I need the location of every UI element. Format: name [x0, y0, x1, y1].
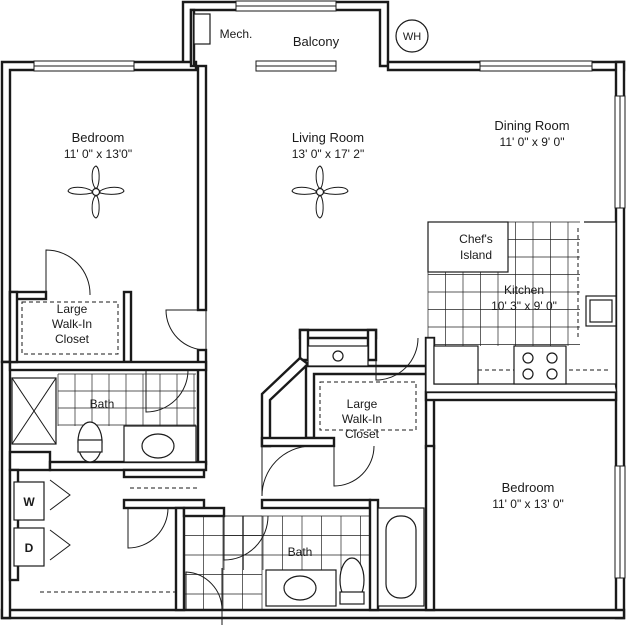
bath2-label: Bath [288, 545, 313, 559]
wh-label: WH [403, 31, 421, 43]
washer-label: W [23, 495, 35, 509]
dryer-label: D [25, 541, 34, 555]
doors [45, 249, 419, 625]
dining-size: 11' 0" x 9' 0" [500, 135, 565, 149]
closet1-line3: Closet [55, 332, 90, 346]
windows [33, 0, 626, 579]
toilet-icon [77, 421, 103, 463]
refrigerator-icon [433, 345, 479, 385]
bathtub-icon [377, 507, 425, 607]
closet1-line2: Walk-In [52, 317, 92, 331]
bedroom1-size: 11' 0" x 13'0" [64, 147, 132, 161]
mech-closet [193, 13, 211, 45]
bath1-label: Bath [90, 397, 115, 411]
ceiling-fan-icon [291, 165, 349, 219]
water-heater-icon [395, 19, 429, 53]
balcony-label: Balcony [293, 34, 340, 49]
pantry-icon [307, 345, 369, 367]
tile-floors [57, 221, 580, 610]
toilet-icon [339, 557, 365, 605]
mech-label: Mech. [220, 27, 253, 41]
closet-shelves [21, 301, 417, 593]
closet2-line3: Closet [345, 427, 380, 441]
closet1-line1: Large [57, 302, 88, 316]
kitchen-name: Kitchen [504, 283, 544, 297]
ceiling-fan-icon [67, 165, 125, 219]
living-name: Living Room [292, 130, 364, 145]
closet2-line1: Large [347, 397, 378, 411]
bedroom2-size: 11' 0" x 13' 0" [492, 497, 564, 511]
room-labels: Bedroom 11' 0" x 13'0" Living Room 13' 0… [23, 27, 569, 559]
kitchen-counters [425, 221, 617, 393]
washer-icon [13, 481, 45, 521]
shower-icon [11, 377, 57, 445]
island-line2: Island [460, 248, 492, 262]
interior-walls [8, 8, 618, 612]
dryer-icon [13, 527, 45, 567]
living-size: 13' 0" x 17' 2" [292, 147, 364, 161]
sink-icon [123, 425, 197, 463]
bedroom1-name: Bedroom [72, 130, 125, 145]
sink-icon [265, 569, 337, 607]
bedroom2-name: Bedroom [502, 480, 555, 495]
closet2-line2: Walk-In [342, 412, 382, 426]
island-line1: Chef's [459, 232, 493, 246]
kitchen-sink-icon [585, 295, 617, 327]
dining-name: Dining Room [494, 118, 569, 133]
range-icon [513, 345, 567, 385]
kitchen-size: 10' 3" x 9' 0" [491, 299, 557, 313]
